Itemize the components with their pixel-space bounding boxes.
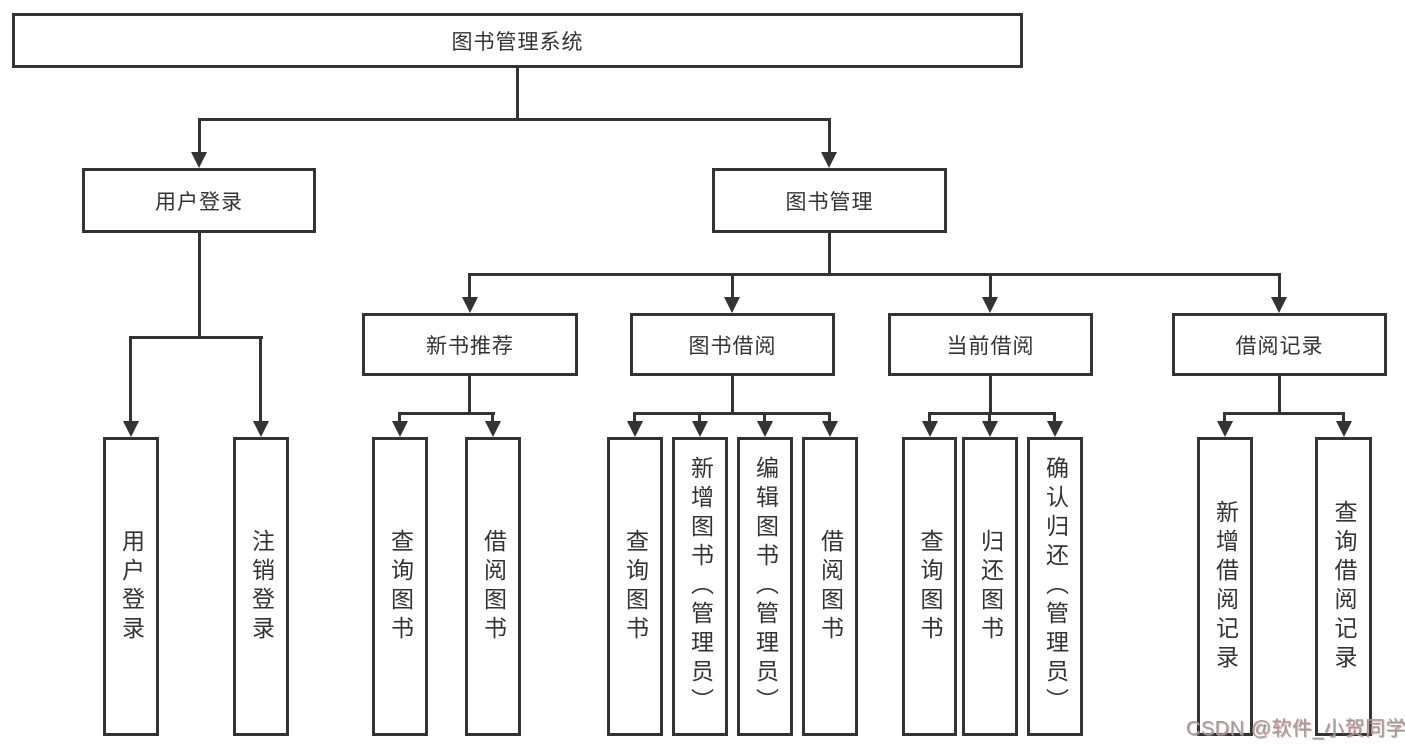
connector-line bbox=[698, 412, 701, 423]
node-label: 归还图书 bbox=[977, 528, 1004, 645]
node-label: 用户登录 bbox=[155, 190, 243, 214]
leaf-query-books-recommend: 查询图书 bbox=[372, 437, 428, 736]
node-label: 借阅图书 bbox=[817, 528, 844, 645]
connector-line bbox=[259, 336, 262, 423]
connector-line bbox=[398, 412, 401, 423]
arrow-down-icon bbox=[627, 421, 643, 437]
node-label: 新增图书（管理员） bbox=[687, 456, 714, 717]
arrow-down-icon bbox=[1336, 421, 1352, 437]
node-label: 用户登录 bbox=[118, 528, 145, 645]
arrow-down-icon bbox=[982, 421, 998, 437]
connector-line bbox=[198, 233, 201, 336]
node-label: 借阅记录 bbox=[1235, 334, 1324, 358]
node-label: 图书管理 bbox=[785, 190, 874, 214]
connector-line bbox=[198, 118, 831, 121]
node-label: 查询图书 bbox=[917, 528, 943, 645]
connector-line bbox=[468, 273, 471, 299]
csdn-watermark: CSDN @软件_小贺同学 bbox=[1186, 718, 1405, 740]
arrow-down-icon bbox=[123, 421, 139, 437]
connector-line bbox=[828, 118, 831, 156]
node-label: 查询图书 bbox=[622, 528, 649, 645]
connector-line bbox=[989, 376, 992, 415]
leaf-query-books-current: 查询图书 bbox=[902, 437, 957, 736]
node-new-book-recommend: 新书推荐 bbox=[362, 313, 578, 376]
arrow-down-icon bbox=[253, 421, 269, 437]
connector-line bbox=[1053, 412, 1056, 423]
connector-line bbox=[731, 376, 734, 415]
leaf-logout: 注销登录 bbox=[233, 437, 289, 736]
connector-line bbox=[763, 412, 766, 423]
node-book-management: 图书管理 bbox=[712, 168, 947, 233]
node-label: 图书借阅 bbox=[688, 334, 777, 358]
connector-line bbox=[516, 68, 519, 121]
leaf-query-books-borrow: 查询图书 bbox=[607, 437, 663, 736]
connector-line bbox=[731, 273, 734, 299]
connector-line bbox=[1342, 412, 1345, 423]
arrow-down-icon bbox=[1047, 421, 1063, 437]
arrow-down-icon bbox=[757, 421, 773, 437]
arrow-down-icon bbox=[692, 421, 708, 437]
node-book-borrow: 图书借阅 bbox=[630, 313, 835, 376]
arrow-down-icon bbox=[821, 152, 837, 168]
leaf-user-login: 用户登录 bbox=[103, 437, 159, 736]
node-user-login: 用户登录 bbox=[82, 168, 316, 233]
leaf-return-book: 归还图书 bbox=[962, 437, 1018, 736]
node-label: 借阅图书 bbox=[480, 528, 507, 645]
arrow-down-icon bbox=[191, 152, 207, 168]
leaf-edit-book-admin: 编辑图书（管理员） bbox=[737, 437, 793, 736]
connector-line bbox=[1223, 412, 1345, 415]
node-label: 查询借阅记录 bbox=[1331, 499, 1357, 674]
arrow-down-icon bbox=[982, 297, 998, 313]
connector-line bbox=[398, 412, 495, 415]
connector-line bbox=[928, 412, 1056, 415]
connector-line bbox=[491, 412, 494, 423]
arrow-down-icon bbox=[462, 297, 478, 313]
leaf-query-borrow-record: 查询借阅记录 bbox=[1315, 437, 1372, 736]
connector-line bbox=[633, 412, 831, 415]
arrow-down-icon bbox=[392, 421, 408, 437]
connector-line bbox=[989, 273, 992, 299]
node-label: 确认归还（管理员） bbox=[1042, 456, 1069, 717]
connector-line bbox=[1223, 412, 1226, 423]
leaf-add-borrow-record: 新增借阅记录 bbox=[1197, 437, 1253, 736]
node-label: 新书推荐 bbox=[426, 334, 514, 358]
connector-line bbox=[928, 412, 931, 423]
connector-line bbox=[988, 412, 991, 423]
connector-line bbox=[1278, 273, 1281, 299]
connector-line bbox=[468, 376, 471, 415]
leaf-add-book-admin: 新增图书（管理员） bbox=[672, 437, 728, 736]
leaf-borrow-books: 借阅图书 bbox=[802, 437, 858, 736]
connector-line bbox=[828, 412, 831, 423]
connector-line bbox=[1278, 376, 1281, 415]
arrow-down-icon bbox=[922, 421, 938, 437]
connector-line bbox=[468, 273, 1281, 276]
node-label: 图书管理系统 bbox=[451, 30, 584, 54]
node-label: 查询图书 bbox=[387, 528, 414, 645]
node-label: 新增借阅记录 bbox=[1212, 499, 1239, 674]
node-label: 注销登录 bbox=[248, 528, 275, 645]
leaf-confirm-return-admin: 确认归还（管理员） bbox=[1027, 437, 1083, 736]
connector-line bbox=[828, 233, 831, 276]
node-borrow-records: 借阅记录 bbox=[1172, 313, 1387, 376]
leaf-borrow-books-recommend: 借阅图书 bbox=[465, 437, 521, 736]
connector-line bbox=[633, 412, 636, 423]
node-library-management-system: 图书管理系统 bbox=[12, 13, 1023, 68]
connector-line bbox=[198, 118, 201, 156]
connector-line bbox=[129, 336, 263, 339]
node-label: 编辑图书（管理员） bbox=[752, 456, 779, 717]
arrow-down-icon bbox=[485, 421, 501, 437]
arrow-down-icon bbox=[822, 421, 838, 437]
node-label: 当前借阅 bbox=[946, 334, 1035, 358]
node-current-borrow: 当前借阅 bbox=[888, 313, 1093, 376]
arrow-down-icon bbox=[1217, 421, 1233, 437]
connector-line bbox=[129, 336, 132, 423]
arrow-down-icon bbox=[724, 297, 740, 313]
arrow-down-icon bbox=[1271, 297, 1287, 313]
